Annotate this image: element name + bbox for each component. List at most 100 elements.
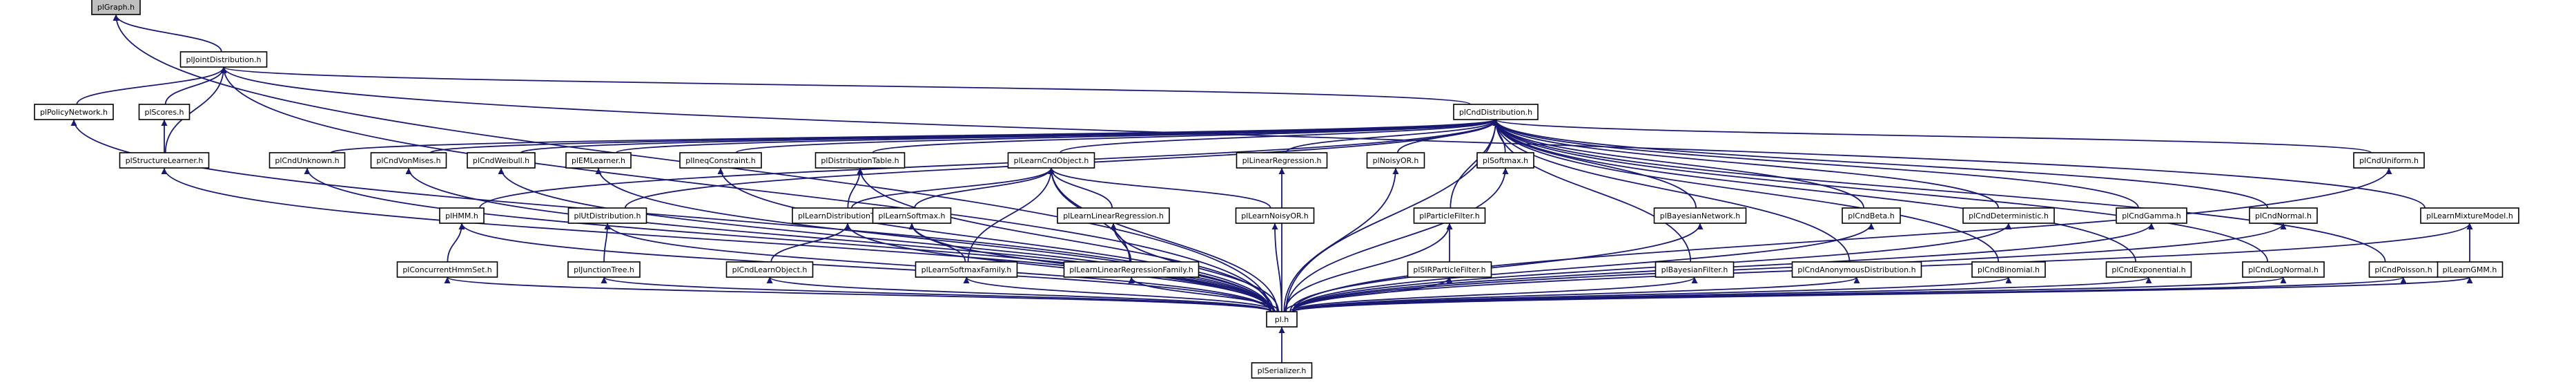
node-label: plCndUnknown.h	[275, 156, 339, 165]
edge-plParticleFilter-to-pl	[1284, 223, 1453, 312]
edge-plBayesianFilter-to-pl	[1289, 276, 1698, 312]
node-label: plCndWeibull.h	[473, 156, 529, 165]
node-plCndUniform[interactable]: plCndUniform.h	[2353, 152, 2425, 169]
node-plCndWeibull[interactable]: plCndWeibull.h	[467, 152, 536, 169]
node-label: plCndBeta.h	[1848, 211, 1895, 220]
node-label: plParticleFilter.h	[1419, 211, 1479, 220]
node-box	[1476, 152, 1534, 169]
node-label: plLearnGMM.h	[2443, 265, 2497, 274]
node-plCndBeta[interactable]: plCndBeta.h	[1842, 207, 1901, 224]
edge-plCndVonMises-to-pl	[405, 167, 1271, 312]
node-label: plEMLearner.h	[572, 156, 625, 165]
edge-plJointDistribution-to-plStructureLearner	[164, 66, 227, 153]
node-plCndNormal[interactable]: plCndNormal.h	[2249, 207, 2318, 224]
node-plLearnGMM[interactable]: plLearnGMM.h	[2436, 261, 2504, 278]
node-box	[2116, 207, 2187, 224]
node-plIneqConstraint[interactable]: plIneqConstraint.h	[679, 152, 762, 169]
node-box	[1655, 261, 1735, 278]
node-box	[2420, 207, 2519, 224]
node-plCndLogNormal[interactable]: plCndLogNormal.h	[2242, 261, 2325, 278]
edge-plHMM-to-plConcurrentHmmSet	[447, 223, 465, 263]
node-box	[1266, 311, 1298, 328]
node-box	[269, 152, 346, 169]
edge-plCndDistribution-to-plCndNormal	[1492, 119, 2269, 209]
node-plCndBinomial[interactable]: plCndBinomial.h	[1971, 261, 2046, 278]
node-label: plStructureLearner.h	[126, 156, 204, 165]
node-plBayesianFilter[interactable]: plBayesianFilter.h	[1655, 261, 1735, 278]
node-plLearnSoftmaxFamily[interactable]: plLearnSoftmaxFamily.h	[915, 261, 1018, 278]
node-plParticleFilter[interactable]: plParticleFilter.h	[1413, 207, 1486, 224]
node-plCndPoisson[interactable]: plCndPoisson.h	[2368, 261, 2439, 278]
node-plSoftmax[interactable]: plSoftmax.h	[1476, 152, 1534, 169]
graph-nodes: plGraph.h plJointDistribution.h plPolicyNe…	[34, 0, 2519, 379]
node-label: plSerializer.h	[1258, 366, 1307, 375]
node-box	[467, 152, 536, 169]
node-plGraph[interactable]: plGraph.h	[91, 0, 141, 15]
node-plSIRParticleFilter[interactable]: plSIRParticleFilter.h	[1407, 261, 1492, 278]
node-plCndDeterministic[interactable]: plCndDeterministic.h	[1962, 207, 2055, 224]
edge-plEMLearner-to-pl	[595, 167, 1271, 312]
edge-plJointDistribution-to-pl	[220, 66, 1271, 312]
node-plEMLearner[interactable]: plEMLearner.h	[565, 152, 632, 169]
node-plCndAnonymousDistribution[interactable]: plCndAnonymousDistribution.h	[1791, 261, 1922, 278]
edge-plLearnCndObject-to-plLearnSoftmax	[914, 167, 1055, 209]
edge-plCndDistribution-to-plBayesianFilter	[1492, 119, 1692, 263]
node-plDistributionTable[interactable]: plDistributionTable.h	[814, 152, 906, 169]
node-box	[2368, 261, 2439, 278]
edge-plConcurrentHmmSet-to-pl	[444, 276, 1271, 312]
node-plLearnSoftmax[interactable]: plLearnSoftmax.h	[872, 207, 952, 224]
node-plUtDistribution[interactable]: plUtDistribution.h	[567, 207, 647, 224]
node-label: plLearnLinearRegression.h	[1063, 211, 1164, 220]
node-label: plCndPoisson.h	[2374, 265, 2432, 274]
node-plCndGamma[interactable]: plCndGamma.h	[2116, 207, 2187, 224]
node-plSerializer[interactable]: plSerializer.h	[1251, 362, 1313, 379]
node-pl[interactable]: pl.h	[1266, 311, 1298, 328]
node-plCndVonMises[interactable]: plCndVonMises.h	[370, 152, 447, 169]
node-box	[567, 261, 641, 278]
edge-plCndBinomial-to-pl	[1292, 276, 2012, 312]
edge-plCndPoisson-to-pl	[1292, 276, 2406, 312]
node-box	[1413, 207, 1486, 224]
node-box	[1962, 207, 2055, 224]
edge-plNoisyOR-to-pl	[1283, 167, 1399, 312]
node-plLearnCndObject[interactable]: plLearnCndObject.h	[1007, 152, 1095, 169]
node-box	[370, 152, 447, 169]
node-plBayesianNetwork[interactable]: plBayesianNetwork.h	[1653, 207, 1747, 224]
node-plLearnMixtureModel[interactable]: plLearnMixtureModel.h	[2420, 207, 2519, 224]
node-plJunctionTree[interactable]: plJunctionTree.h	[567, 261, 641, 278]
edge-plCndNormal-to-pl	[1292, 223, 2287, 312]
edge-plCndDistribution-to-plCndBeta	[1492, 119, 1865, 209]
node-plJointDistribution[interactable]: plJointDistribution.h	[179, 51, 268, 68]
node-label: plLearnSoftmaxFamily.h	[921, 265, 1012, 274]
node-label: plJointDistribution.h	[186, 55, 262, 64]
node-plLearnLinearRegressionFamily[interactable]: plLearnLinearRegressionFamily.h	[1063, 261, 1200, 278]
node-plStructureLearner[interactable]: plStructureLearner.h	[119, 152, 210, 169]
node-box	[2242, 261, 2325, 278]
node-plCndExponential[interactable]: plCndExponential.h	[2105, 261, 2192, 278]
node-plLinearRegression[interactable]: plLinearRegression.h	[1236, 152, 1328, 169]
edge-plCndExponential-to-pl	[1292, 276, 2152, 312]
edge-plCndDistribution-to-plCndGamma	[1492, 119, 2139, 209]
node-plCndLearnObject[interactable]: plCndLearnObject.h	[725, 261, 814, 278]
edge-plCndDistribution-to-plCndUnknown	[330, 119, 1499, 153]
node-plCndUnknown[interactable]: plCndUnknown.h	[269, 152, 346, 169]
node-plHMM[interactable]: plHMM.h	[439, 207, 485, 224]
node-label: plSIRParticleFilter.h	[1413, 265, 1485, 274]
edge-plCndDistribution-to-plCndExponential	[1492, 119, 2136, 263]
node-label: plCndExponential.h	[2111, 265, 2185, 274]
node-plPolicyNetwork[interactable]: plPolicyNetwork.h	[34, 104, 114, 120]
graph-edges	[70, 14, 2473, 363]
node-box	[1251, 362, 1313, 379]
edge-plCndDistribution-to-plCndPoisson	[1492, 119, 2386, 263]
node-plConcurrentHmmSet[interactable]: plConcurrentHmmSet.h	[396, 261, 498, 278]
node-plScores[interactable]: plScores.h	[138, 104, 191, 120]
node-plCndDistribution[interactable]: plCndDistribution.h	[1453, 104, 1539, 120]
node-box	[119, 152, 210, 169]
node-label: plNoisyOR.h	[1373, 156, 1419, 165]
node-plNoisyOR[interactable]: plNoisyOR.h	[1366, 152, 1425, 169]
node-box	[814, 152, 906, 169]
node-box	[1063, 261, 1200, 278]
node-plLearnNoisyOR[interactable]: plLearnNoisyOR.h	[1235, 207, 1315, 224]
node-plLearnLinearRegression[interactable]: plLearnLinearRegression.h	[1057, 207, 1170, 224]
edge-plCndDistribution-to-plIneqConstraint	[735, 119, 1499, 153]
